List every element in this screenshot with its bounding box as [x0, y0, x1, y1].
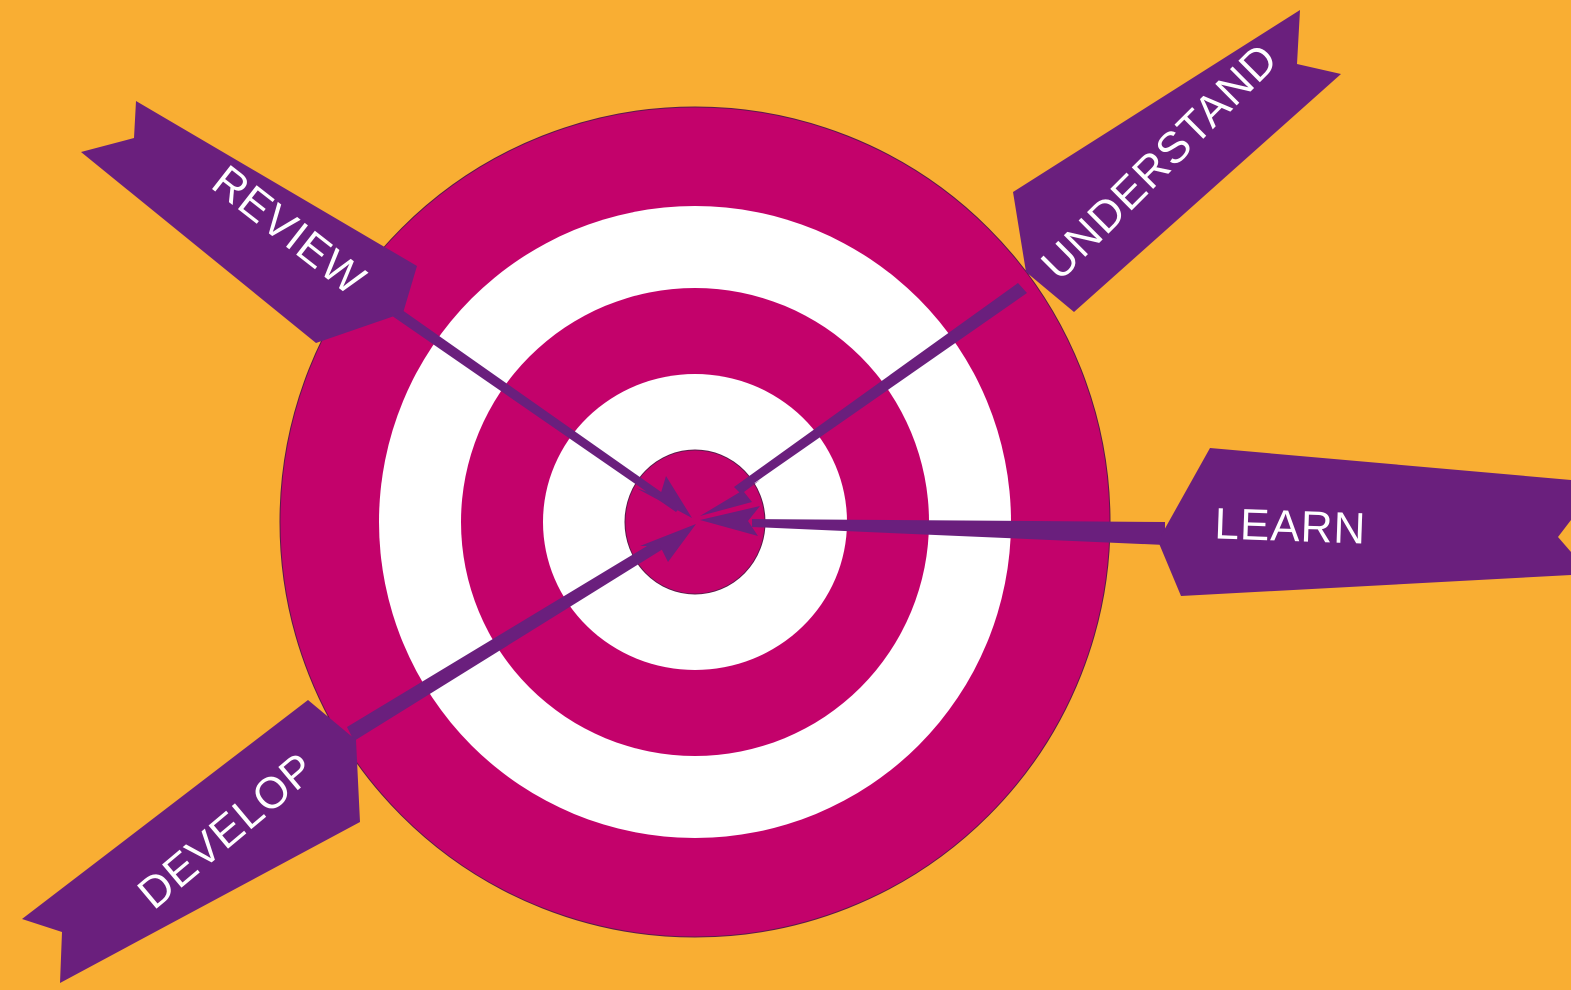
- arrow-learn-head: [700, 506, 760, 536]
- arrow-learn: LEARN: [700, 448, 1571, 596]
- arrow-review-head: [636, 476, 692, 518]
- arrow-develop-head: [640, 524, 696, 562]
- bullseye-target: [279, 106, 1111, 938]
- arrow-learn-shaft: [752, 519, 1165, 545]
- arrow-learn-label: LEARN: [1214, 499, 1367, 553]
- arrow-develop-flag: [22, 700, 360, 983]
- arrow-develop: DEVELOP: [22, 524, 696, 983]
- arrow-understand-flag: [1013, 10, 1341, 312]
- arrow-understand-shaft: [734, 283, 1027, 493]
- arrow-understand-head: [700, 480, 760, 516]
- arrow-develop-shaft: [347, 540, 663, 741]
- arrow-review-shaft: [385, 305, 681, 512]
- arrow-review-flag: [81, 101, 417, 343]
- arrow-learn-flag: [1158, 448, 1571, 596]
